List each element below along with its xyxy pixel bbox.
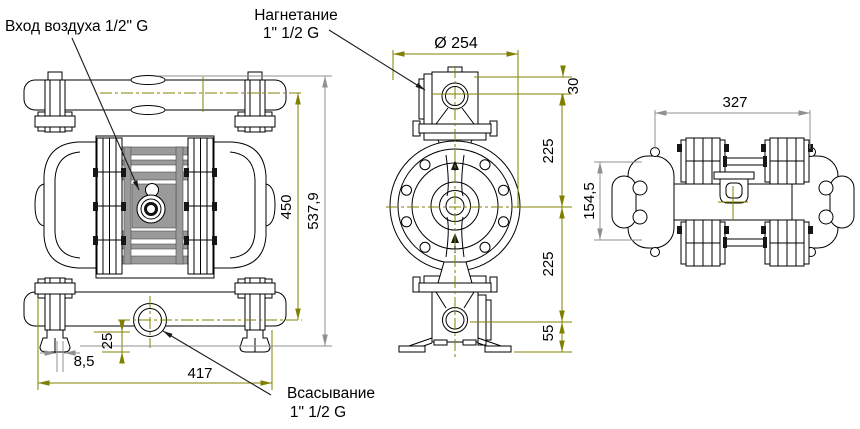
suction-leader xyxy=(162,330,272,396)
front-view xyxy=(23,71,287,353)
centerlines xyxy=(100,66,748,358)
right-clamp-band xyxy=(183,137,218,275)
dim-text-55: 55 xyxy=(540,325,557,342)
dim-text-417: 417 xyxy=(187,365,212,382)
left-diaphragm-housing xyxy=(34,141,97,269)
base-feet xyxy=(398,337,512,353)
pump-foot xyxy=(39,329,71,353)
discharge-leader xyxy=(328,29,426,91)
dim-text-25: 25 xyxy=(99,333,116,350)
clamp-band-bottom xyxy=(760,219,814,267)
discharge-port-top xyxy=(713,171,755,204)
housing-bolts xyxy=(401,159,509,253)
discharge-flange xyxy=(423,73,433,125)
dim-text-154-5: 154,5 xyxy=(581,182,598,220)
annotations: Вход воздуха 1/2" G Нагнетание 1" 1/2 G … xyxy=(5,7,748,421)
suction-label-line2: 1" 1/2 G xyxy=(290,404,346,421)
suction-label-line1: Всасывание xyxy=(287,385,375,402)
clamp-band-bottom xyxy=(676,219,730,267)
tie-rods xyxy=(723,156,767,248)
dim-text-225-upper: 225 xyxy=(540,138,557,163)
leader-lines xyxy=(71,29,426,396)
dim-text-8-5: 8,5 xyxy=(74,353,95,370)
dimension-lines xyxy=(37,50,811,390)
pump-foot xyxy=(239,329,271,353)
top-view xyxy=(611,137,855,267)
dim-text-225-lower: 225 xyxy=(540,251,557,276)
dim-text-537-9: 537,9 xyxy=(305,192,322,230)
right-diaphragm-housing xyxy=(213,141,276,269)
dim-text-450: 450 xyxy=(278,194,295,219)
discharge-label-line2: 1" 1/2 G xyxy=(263,25,319,42)
discharge-label-line1: Нагнетание xyxy=(254,7,338,24)
air-inlet-label: Вход воздуха 1/2" G xyxy=(5,18,148,35)
dim-text-30: 30 xyxy=(565,78,582,95)
dim-text-327: 327 xyxy=(722,94,747,111)
suction-flange xyxy=(477,294,487,346)
clamp-band-top xyxy=(760,137,814,185)
left-clamp-band xyxy=(92,137,127,275)
dim-text-diameter: Ø 254 xyxy=(434,35,478,52)
air-inlet-leader xyxy=(71,37,140,191)
